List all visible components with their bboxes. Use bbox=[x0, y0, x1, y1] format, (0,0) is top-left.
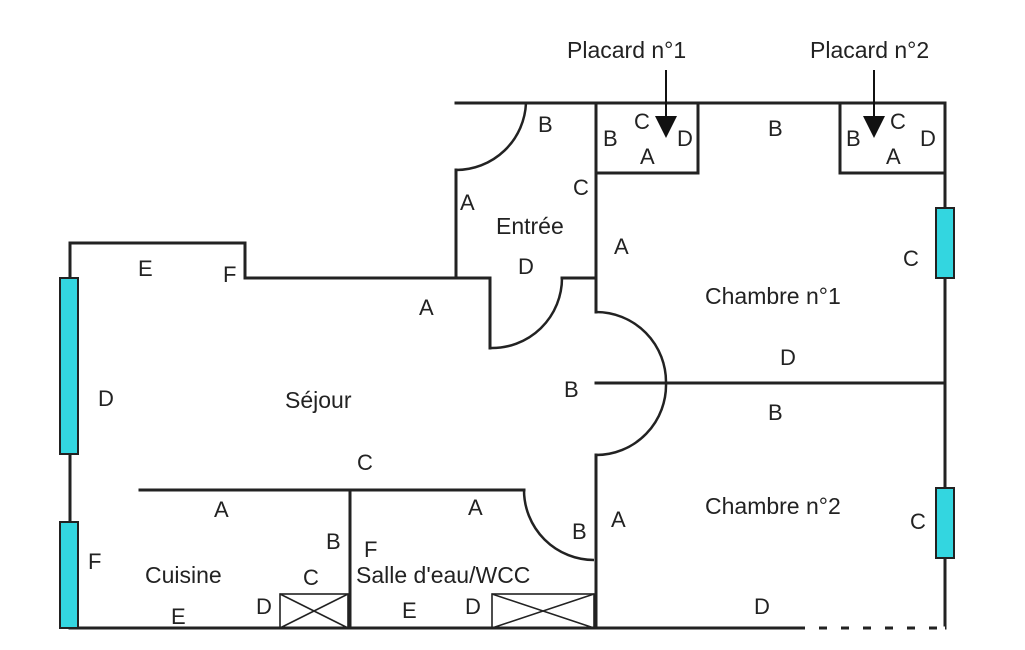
room-chambre2: Chambre n°2 bbox=[705, 493, 841, 519]
wall-letter: D bbox=[754, 594, 770, 619]
closet2-title: Placard n°2 bbox=[810, 37, 929, 63]
wall-letter: D bbox=[465, 594, 481, 619]
wall-letter: B bbox=[326, 529, 341, 554]
wall-letter: C bbox=[910, 509, 926, 534]
wall-letter: D bbox=[920, 126, 936, 151]
arrow-down-icon bbox=[863, 116, 885, 138]
walls bbox=[68, 101, 947, 630]
window-sejour bbox=[59, 277, 79, 455]
room-chambre1: Chambre n°1 bbox=[705, 283, 841, 309]
wall-letter: B bbox=[846, 126, 861, 151]
wall-letter: A bbox=[419, 295, 434, 320]
wall-letter: D bbox=[518, 254, 534, 279]
arrow-down-icon bbox=[655, 116, 677, 138]
windows bbox=[59, 207, 955, 629]
wall-letter: C bbox=[903, 246, 919, 271]
closet1-title: Placard n°1 bbox=[567, 37, 686, 63]
wall-letter: A bbox=[614, 234, 629, 259]
window-chambre1 bbox=[935, 207, 955, 279]
room-cuisine: Cuisine bbox=[145, 562, 222, 588]
wall-letter: C bbox=[890, 109, 906, 134]
wall-letter: B bbox=[564, 377, 579, 402]
wall-letter: A bbox=[468, 495, 483, 520]
wall-letter: B bbox=[768, 116, 783, 141]
wall-letter: E bbox=[402, 598, 417, 623]
window-chambre2 bbox=[935, 487, 955, 559]
closet-arrows bbox=[655, 70, 885, 138]
wall-letter: C bbox=[573, 175, 589, 200]
cabinets bbox=[279, 593, 595, 629]
wall-letter: D bbox=[256, 594, 272, 619]
wall-letter: B bbox=[572, 519, 587, 544]
wall-letter: F bbox=[88, 549, 101, 574]
wall-letter: A bbox=[640, 144, 655, 169]
wall-letter: A bbox=[460, 190, 475, 215]
wall-letter: C bbox=[357, 450, 373, 475]
wall-letter: D bbox=[780, 345, 796, 370]
room-salle-eau: Salle d'eau/WCC bbox=[356, 562, 530, 588]
wall-letters: B C D A B C D A B A C D B A C D B A C D … bbox=[88, 109, 936, 629]
room-entree: Entrée bbox=[496, 213, 564, 239]
wall-letter: B bbox=[538, 112, 553, 137]
wall-letter: C bbox=[634, 109, 650, 134]
window-cuisine bbox=[59, 521, 79, 629]
wall-letter: D bbox=[98, 386, 114, 411]
wall-letter: D bbox=[677, 126, 693, 151]
wall-letter: F bbox=[223, 262, 236, 287]
wall-letter: E bbox=[171, 604, 186, 629]
wall-letter: E bbox=[138, 256, 153, 281]
wall-letter: F bbox=[364, 537, 377, 562]
wall-letter: B bbox=[603, 126, 618, 151]
wall-letter: A bbox=[611, 507, 626, 532]
wall-letter: A bbox=[886, 144, 901, 169]
wall-letter: B bbox=[768, 400, 783, 425]
room-sejour: Séjour bbox=[285, 387, 352, 413]
doors bbox=[455, 102, 668, 562]
wall-letter: C bbox=[303, 565, 319, 590]
wall-letter: A bbox=[214, 497, 229, 522]
